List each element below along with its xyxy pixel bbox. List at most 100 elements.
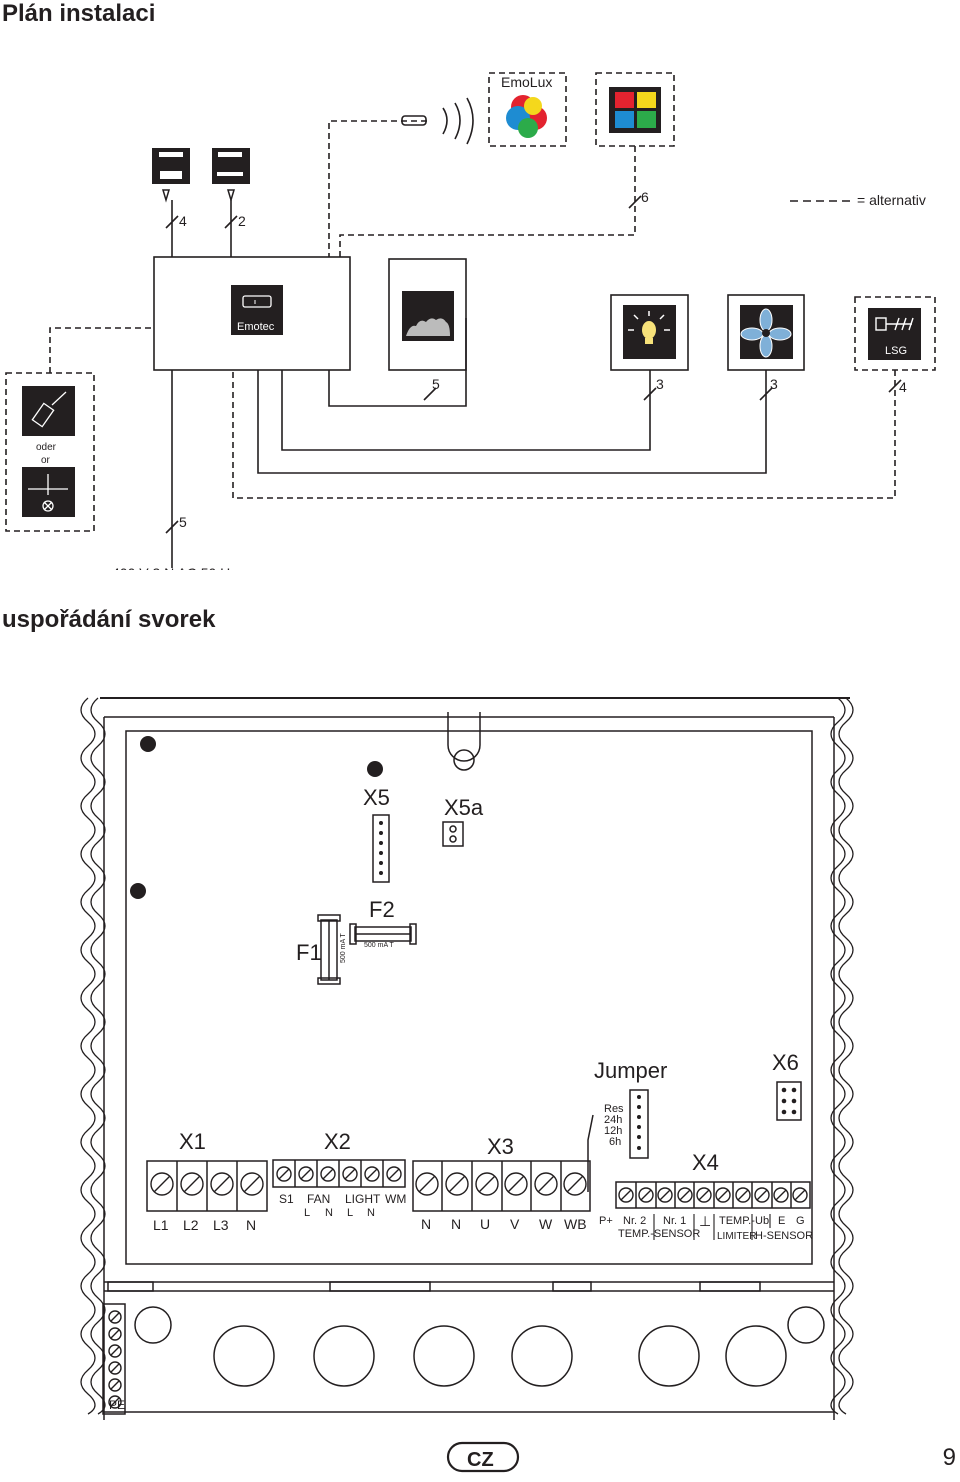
alternativ-legend: = alternativ <box>857 192 926 208</box>
terminal-screw <box>108 1344 122 1358</box>
remote-sensor-icon <box>401 115 427 126</box>
title-plan: Plán instalaci <box>2 0 156 27</box>
x4-label-top: Nr. 1 <box>663 1215 686 1227</box>
x2-sub-label: N <box>367 1207 375 1219</box>
jumper-option: 12h <box>604 1125 622 1137</box>
color-panel-icon <box>609 87 661 133</box>
terminal-screw <box>445 1172 469 1196</box>
jumper-header <box>629 1089 649 1159</box>
x4-label-top: Ub <box>755 1215 769 1227</box>
x3-terminal-label: V <box>510 1216 520 1232</box>
emolux-color-wheel-icon <box>506 95 547 138</box>
installation-plan-diagram: EmoLux Emotec <box>5 72 936 581</box>
x6-label: X6 <box>772 1050 799 1075</box>
wall-switch-icon <box>22 386 75 436</box>
x5-header <box>372 814 390 883</box>
x5a-label: X5a <box>444 795 484 820</box>
jumper-label: Jumper <box>594 1058 667 1083</box>
x3-terminal-label: U <box>480 1216 490 1232</box>
terminal-screw <box>108 1395 122 1409</box>
terminal-screw <box>386 1166 402 1182</box>
fan-icon <box>740 305 793 359</box>
jumper-option: Res <box>604 1103 624 1115</box>
x5a-header <box>442 821 464 847</box>
emolux-label: EmoLux <box>501 74 552 90</box>
terminal-screw <box>415 1172 439 1196</box>
x2-sub-label: L <box>347 1207 353 1219</box>
terminal-screw <box>715 1187 731 1203</box>
x2-group-label: S1 <box>279 1192 294 1206</box>
x2-sub-label: N <box>325 1207 333 1219</box>
x4-label-top: TEMP.- <box>719 1215 755 1227</box>
wire-count-sensor-right: 2 <box>238 213 246 229</box>
x4-label-top: G <box>796 1215 805 1227</box>
sensor-limiter-icon <box>152 148 190 203</box>
terminal-screw <box>696 1187 712 1203</box>
x1-terminal-label: N <box>246 1217 256 1233</box>
terminal-screw <box>180 1172 204 1196</box>
terminal-screw <box>657 1187 673 1203</box>
oder-label: oder <box>36 442 57 453</box>
wire-count-sensor-left: 4 <box>179 213 187 229</box>
terminal-screw <box>735 1187 751 1203</box>
terminal-screw <box>773 1187 789 1203</box>
x4-label: X4 <box>692 1150 719 1175</box>
sensor-bench-icon <box>212 148 250 203</box>
terminal-screw <box>364 1166 380 1182</box>
terminal-screw <box>320 1166 336 1182</box>
jumper-option: 6h <box>609 1136 621 1148</box>
wire-count-lsg: 4 <box>899 379 907 395</box>
terminal-screw <box>792 1187 808 1203</box>
x3-label: X3 <box>487 1134 514 1159</box>
pe-terminal-block <box>102 1303 126 1415</box>
wire-count-heater: 5 <box>432 376 440 392</box>
controller-box <box>153 256 351 371</box>
terminal-screw <box>276 1166 292 1182</box>
f2-label: F2 <box>369 897 395 922</box>
or-label: or <box>41 455 51 466</box>
x4-label-top: P+ <box>599 1215 613 1227</box>
lsg-label: LSG <box>885 345 907 357</box>
terminal-screw <box>677 1187 693 1203</box>
terminal-screw <box>638 1187 654 1203</box>
f1-label: F1 <box>296 940 322 965</box>
terminal-screw <box>504 1172 528 1196</box>
pe-label: PE <box>109 1398 125 1412</box>
x6-header <box>776 1081 802 1121</box>
x2-group-label: LIGHT <box>345 1192 381 1206</box>
wire-count-fan: 3 <box>770 376 778 392</box>
x2-label: X2 <box>324 1129 351 1154</box>
x3-terminal-label: W <box>539 1216 553 1232</box>
heater-box <box>388 258 467 371</box>
jumper-option: 24h <box>604 1114 622 1126</box>
wire-count-light: 3 <box>656 376 664 392</box>
wire-count-supply: 5 <box>179 514 187 530</box>
wire-count-color-panel: 6 <box>641 189 649 205</box>
terminal-screw <box>754 1187 770 1203</box>
language-badge-text: CZ <box>467 1449 494 1471</box>
terminal-screw <box>534 1172 558 1196</box>
f2-rating: 500 mA T <box>364 942 395 949</box>
x2-sub-label: L <box>304 1207 310 1219</box>
x1-label: X1 <box>179 1129 206 1154</box>
terminal-screw <box>240 1172 264 1196</box>
lsg-relay-icon <box>868 308 921 360</box>
terminal-screw <box>298 1166 314 1182</box>
x1-terminal-label: L2 <box>183 1217 199 1233</box>
x4-label-bottom: TEMP.-SENSOR <box>618 1228 700 1240</box>
x4-label-top: Nr. 2 <box>623 1215 646 1227</box>
x3-terminal-label: WB <box>564 1216 587 1232</box>
terminal-screw <box>210 1172 234 1196</box>
x3-terminal-label: N <box>421 1216 431 1232</box>
supply-label: 400 V 3 N AC 50 Hz <box>112 565 237 581</box>
language-badge: CZ <box>446 1441 520 1473</box>
x2-group-label: WM <box>385 1192 406 1206</box>
terminal-screw <box>108 1361 122 1375</box>
supply-label-clipped: 400 V 3 N AC 50 Hz <box>112 565 237 581</box>
title-terminals: uspořádání svorek <box>2 606 216 633</box>
terminal-screw <box>108 1327 122 1341</box>
x3-terminal-label: N <box>451 1216 461 1232</box>
terminal-screw <box>150 1172 174 1196</box>
page-number: 9 <box>942 1444 956 1471</box>
